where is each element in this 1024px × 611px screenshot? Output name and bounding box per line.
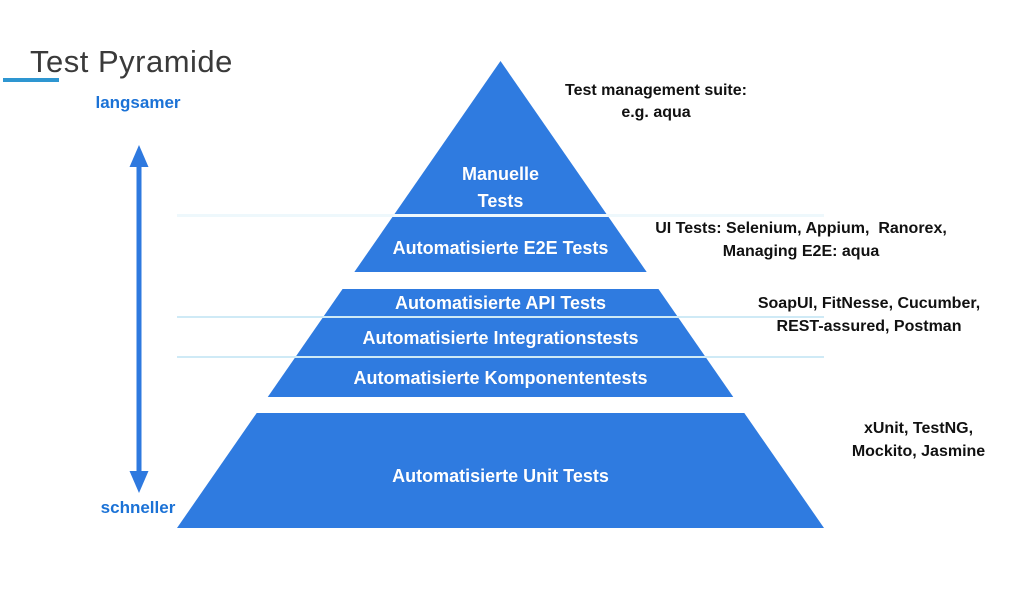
gap-e2e-api — [177, 272, 824, 289]
annotation-line: Managing E2E: aqua — [722, 243, 880, 260]
annotation-line: xUnit, TestNG, — [863, 420, 974, 437]
annotation-unit-tools: xUnit, TestNG, Mockito, Jasmine — [843, 417, 994, 463]
speed-label-slower: langsamer — [95, 93, 181, 112]
layer-label-line: Automatisierte Komponententests — [353, 368, 648, 388]
layer-label-manuelle-tests: Manuelle Tests — [177, 161, 824, 215]
annotation-line: REST-assured, Postman — [776, 318, 962, 335]
speed-double-arrow-icon — [129, 145, 149, 493]
annotation-api-integration-tools: SoapUI, FitNesse, Cucumber, REST-assured… — [744, 292, 994, 338]
speed-label-faster: schneller — [100, 498, 176, 517]
page-title: Test Pyramide — [30, 44, 233, 79]
annotation-line: UI Tests: Selenium, Appium, Ranorex, — [655, 220, 947, 237]
title-underline — [3, 78, 59, 82]
annotation-line: e.g. aqua — [621, 104, 691, 121]
layer-label-komponententests: Automatisierte Komponententests — [177, 367, 824, 389]
annotation-line: Mockito, Jasmine — [851, 443, 986, 460]
layer-label-unit-tests: Automatisierte Unit Tests — [177, 465, 824, 487]
annotation-line: Test management suite: — [565, 82, 747, 99]
layer-label-line: Automatisierte E2E Tests — [392, 238, 609, 258]
test-pyramid: Manuelle Tests Automatisierte E2E Tests … — [177, 61, 824, 528]
separator-api-integration — [177, 316, 824, 318]
annotation-manual-tools: Test management suite: e.g. aqua — [540, 80, 772, 124]
annotation-e2e-tools: UI Tests: Selenium, Appium, Ranorex, Man… — [636, 217, 966, 263]
layer-label-line: Manuelle — [461, 164, 540, 184]
annotation-line: SoapUI, FitNesse, Cucumber, — [757, 295, 981, 312]
layer-label-e2e-tests: Automatisierte E2E Tests — [177, 237, 824, 259]
gap-komponenten-unit — [177, 397, 824, 413]
layer-label-api-tests: Automatisierte API Tests — [177, 292, 824, 314]
layer-label-integrationstests: Automatisierte Integrationstests — [177, 327, 824, 349]
layer-label-line: Automatisierte Integrationstests — [362, 328, 639, 348]
separator-manual-e2e — [177, 214, 824, 217]
layer-label-line: Tests — [477, 191, 524, 211]
layer-label-line: Automatisierte API Tests — [394, 293, 607, 313]
layer-label-line: Automatisierte Unit Tests — [392, 466, 609, 486]
separator-integration-komponenten — [177, 356, 824, 358]
